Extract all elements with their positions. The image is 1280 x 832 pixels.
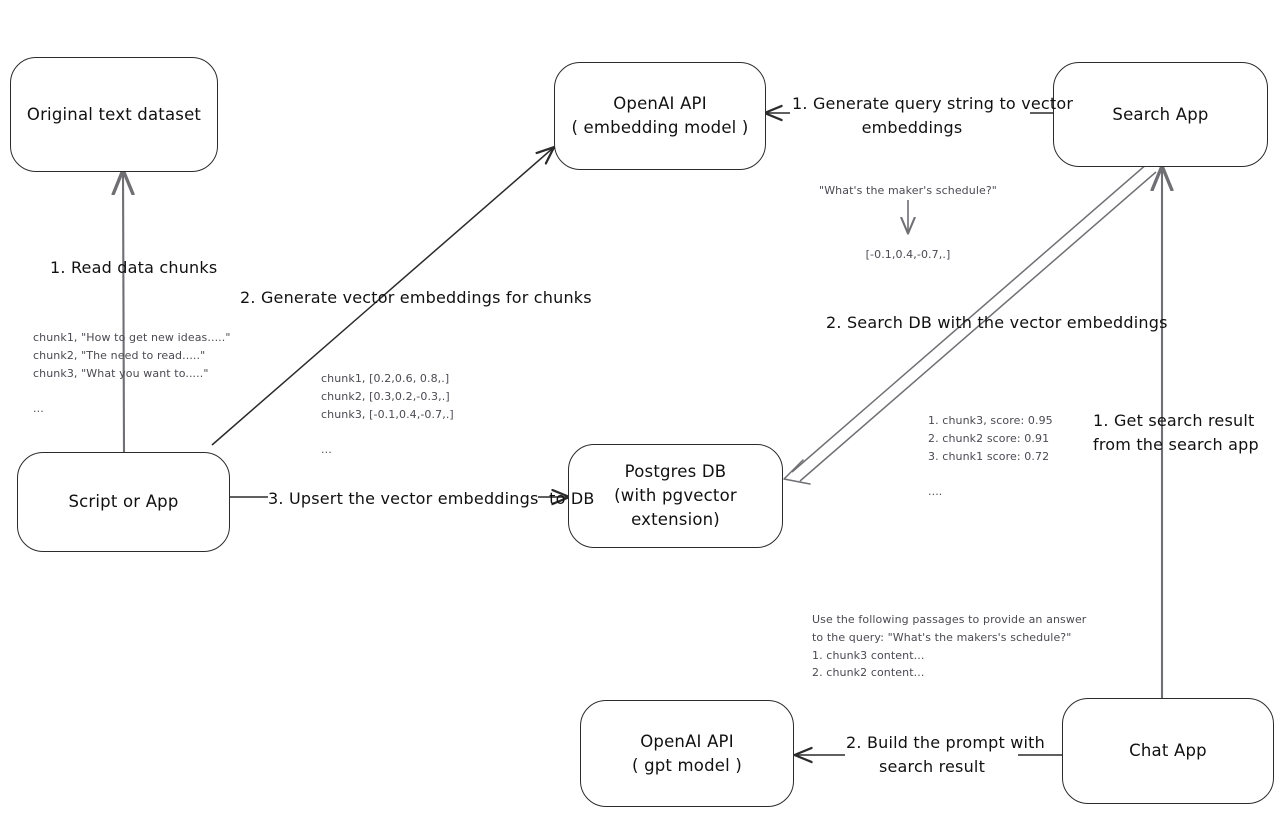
node-postgres-db-subtitle: (with pgvector extension) bbox=[614, 486, 737, 529]
node-openai-api-gpt-model-title: OpenAI API bbox=[640, 731, 734, 751]
node-openai-api-gpt-model-subtitle: ( gpt model ) bbox=[631, 755, 742, 775]
edge-label-get-search-result: 1. Get search result from the search app bbox=[1093, 411, 1259, 454]
node-chat-app[interactable]: Chat App bbox=[1062, 698, 1274, 804]
node-postgres-db[interactable]: Postgres DB (with pgvector extension) bbox=[568, 444, 783, 548]
node-original-text-dataset-label: Original text dataset bbox=[26, 104, 202, 124]
node-chat-app-label: Chat App bbox=[1129, 741, 1207, 761]
node-search-app[interactable]: Search App bbox=[1053, 62, 1268, 167]
node-script-or-app[interactable]: Script or App bbox=[17, 452, 230, 552]
node-openai-api-embedding-model[interactable]: OpenAI API ( embedding model ) bbox=[554, 62, 766, 170]
note-query-vector: [-0.1,0.4,-0.7,.] bbox=[865, 248, 951, 261]
note-search-scores: 1. chunk3, score: 0.95 2. chunk2 score: … bbox=[928, 414, 1053, 499]
edge-label-generate-vector-embeddings: 2. Generate vector embeddings for chunks bbox=[240, 288, 592, 307]
note-chunk-vectors: chunk1, [0.2,0.6, 0.8,.] chunk2, [0.3,0.… bbox=[321, 372, 454, 457]
edge-label-read-data-chunks: 1. Read data chunks bbox=[50, 258, 218, 277]
edge-label-generate-query-string: 1. Generate query string to vector embed… bbox=[792, 94, 1074, 137]
note-query-string: "What's the maker's schedule?" bbox=[819, 184, 997, 197]
node-postgres-db-title: Postgres DB bbox=[624, 462, 727, 482]
edge-label-upsert-to-db: 3. Upsert the vector embeddings to DB bbox=[268, 489, 595, 508]
node-original-text-dataset[interactable]: Original text dataset bbox=[10, 57, 218, 172]
edge-label-build-prompt: 2. Build the prompt with search result bbox=[846, 733, 1045, 776]
node-search-app-label: Search App bbox=[1112, 104, 1209, 124]
edge-label-search-db: 2. Search DB with the vector embeddings bbox=[826, 313, 1168, 332]
node-script-or-app-label: Script or App bbox=[68, 492, 179, 512]
note-raw-chunks: chunk1, "How to get new ideas....." chun… bbox=[33, 331, 231, 416]
note-prompt-text: Use the following passages to provide an… bbox=[812, 613, 1087, 680]
node-openai-api-embedding-model-subtitle: ( embedding model ) bbox=[571, 118, 749, 137]
node-openai-api-embedding-model-title: OpenAI API bbox=[613, 94, 707, 114]
node-openai-api-gpt-model[interactable]: OpenAI API ( gpt model ) bbox=[580, 700, 794, 807]
